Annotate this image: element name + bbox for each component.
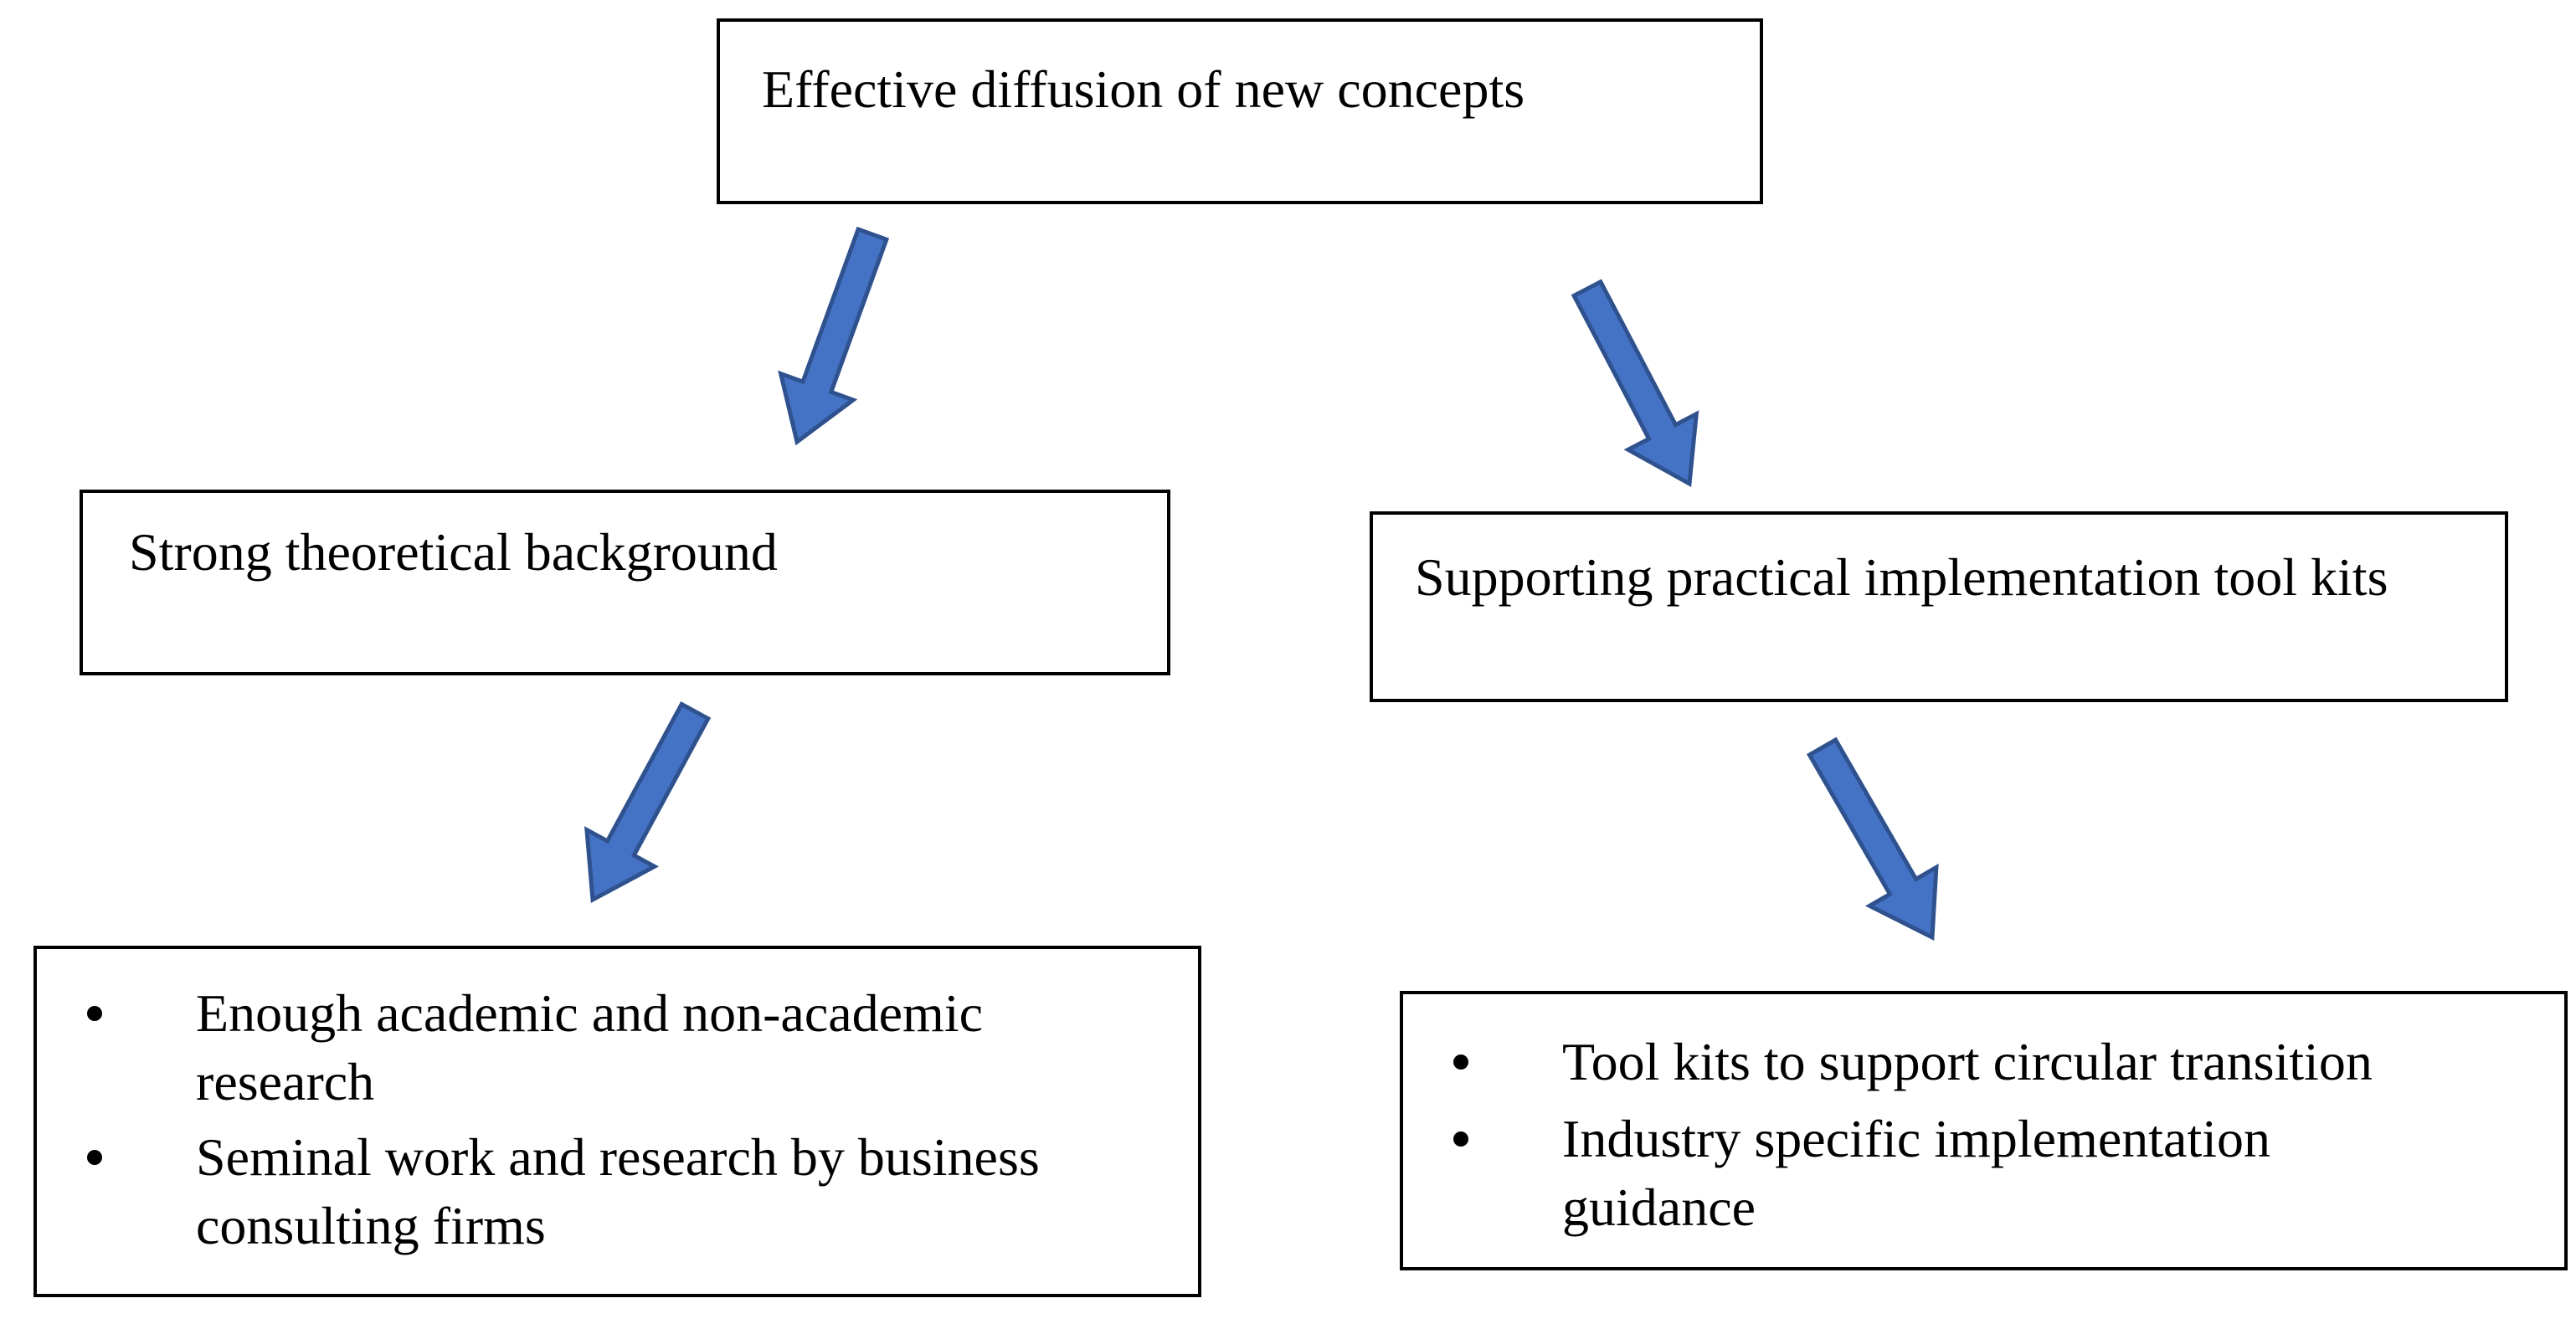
list-item-text: Enough academic and non-academic researc…	[196, 983, 983, 1111]
node-left-mid-title: Strong theoretical background	[129, 522, 778, 582]
bullet-dot-icon	[1453, 1131, 1468, 1147]
list-item-text: Industry specific implementation guidanc…	[1562, 1109, 2270, 1237]
list-item: Enough academic and non-academic researc…	[87, 979, 1175, 1116]
list-item-text: Seminal work and research by business co…	[196, 1127, 1040, 1255]
left-bottom-list: Enough academic and non-academic researc…	[87, 979, 1175, 1260]
node-right-mid: Supporting practical implementation tool…	[1370, 511, 2508, 702]
node-left-bottom: Enough academic and non-academic researc…	[33, 946, 1201, 1297]
node-top-title: Effective diffusion of new concepts	[762, 59, 1525, 119]
node-top: Effective diffusion of new concepts	[717, 18, 1763, 204]
list-item: Industry specific implementation guidanc…	[1453, 1105, 2550, 1242]
right-bottom-list: Tool kits to support circular transition…	[1453, 1028, 2550, 1242]
arrow-top-to-left-mid	[778, 226, 890, 446]
bullet-dot-icon	[87, 1006, 102, 1021]
node-left-mid: Strong theoretical background	[80, 490, 1170, 675]
arrow-right-mid-to-right-bottom	[1806, 736, 1939, 941]
bullet-dot-icon	[87, 1150, 102, 1165]
node-right-mid-title: Supporting practical implementation tool…	[1415, 547, 2388, 607]
bullet-dot-icon	[1453, 1054, 1468, 1070]
list-item: Seminal work and research by business co…	[87, 1123, 1175, 1260]
list-item-text: Tool kits to support circular transition	[1562, 1032, 2373, 1091]
list-item: Tool kits to support circular transition	[1453, 1028, 2550, 1096]
node-right-bottom: Tool kits to support circular transition…	[1400, 991, 2568, 1270]
arrow-left-mid-to-left-bottom	[584, 701, 712, 904]
arrow-top-to-right-mid	[1571, 279, 1699, 488]
